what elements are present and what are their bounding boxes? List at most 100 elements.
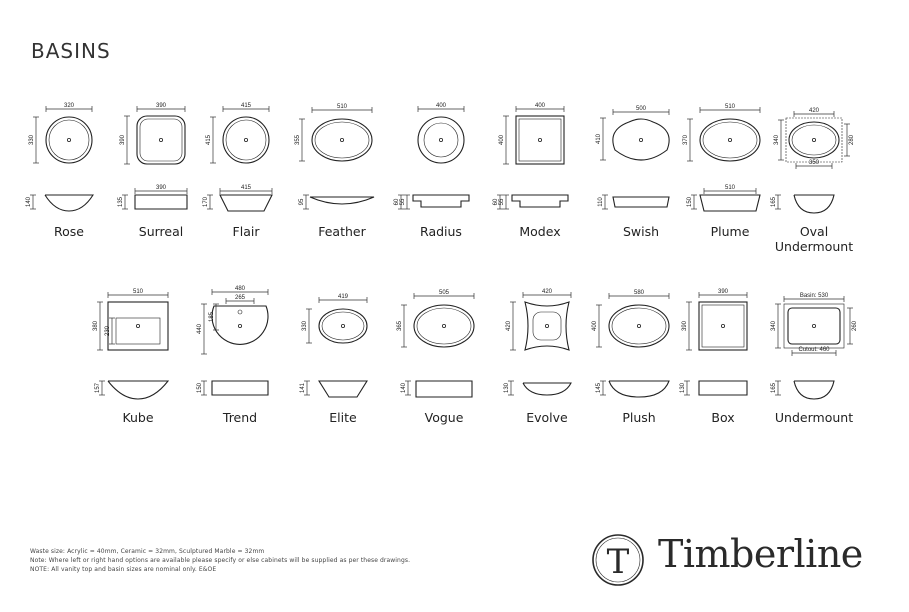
dimension-label: 420 (542, 289, 553, 295)
basin-profile (511, 194, 569, 208)
dimension-label: Basin: 530 (800, 293, 829, 299)
basin-profile (415, 380, 473, 398)
basin-profile (793, 194, 835, 214)
dimension-label: 420 (506, 320, 512, 331)
note-nominal: NOTE: All vanity top and basin sizes are… (30, 566, 217, 573)
waste-hole (439, 138, 444, 143)
waste-hole (812, 138, 817, 143)
dimension-label: 140 (26, 196, 32, 207)
dimension-label: 330 (29, 134, 35, 145)
basin-outline (524, 301, 570, 351)
dimension-label: 505 (439, 290, 450, 296)
basin-profile (107, 380, 170, 400)
basin-inner (416, 307, 472, 345)
dimension-label: 400 (499, 134, 505, 145)
basin-name: Kube (122, 410, 154, 425)
dimension-label: 580 (634, 290, 645, 296)
basin-inner (791, 124, 837, 156)
basin-name: Trend (222, 410, 258, 425)
waste-hole (639, 138, 644, 143)
dimension-label: 130 (504, 382, 510, 393)
dimension-label: 390 (682, 320, 688, 331)
dimension-label: 340 (771, 320, 777, 331)
basin-profile (699, 194, 761, 212)
basin-outline (136, 115, 186, 165)
dimension-label: 95 (299, 198, 305, 205)
dimension-label: 55 (499, 198, 505, 205)
dimension-label: 265 (235, 295, 246, 301)
basin-profile (698, 380, 748, 396)
dimension-label: 510 (725, 104, 736, 110)
cutout-outline (785, 117, 843, 163)
basin-profile (793, 380, 835, 400)
basin-name: Box (711, 410, 735, 425)
waste-hole (238, 324, 243, 329)
basin-name: Swish (622, 224, 660, 239)
dimension-label: 150 (687, 196, 693, 207)
dimension-label: 141 (300, 382, 306, 393)
dimension-label: 110 (598, 197, 604, 207)
basin-outline (211, 305, 269, 345)
dimension-label: 390 (718, 289, 729, 295)
basin-drawing: 420 420 130 (504, 289, 572, 396)
dimension-label: 170 (203, 196, 209, 207)
basin-inner (321, 311, 365, 341)
dimension-label: 60 (493, 198, 499, 205)
timberline-emblem-icon: T (592, 534, 644, 586)
dimension-label: 400 (592, 320, 598, 331)
note-handing: Note: Where left or right hand options a… (30, 557, 411, 564)
basin-outline (787, 307, 841, 345)
dimension-label: 440 (197, 323, 203, 334)
basin-name: Feather (318, 224, 366, 239)
basin-name: Plume (710, 224, 750, 239)
waste-hole (340, 138, 345, 143)
dimension-label: 410 (596, 133, 602, 144)
dimension-label: 55 (400, 198, 406, 205)
brand-name: Timberline (658, 532, 863, 576)
basin-name: Oval Undermount (774, 224, 854, 254)
dimension-label: 140 (401, 382, 407, 393)
dimension-label: 400 (436, 103, 447, 109)
waste-hole (721, 324, 726, 329)
dimension-label: 415 (241, 185, 252, 191)
basin-inner (48, 119, 90, 161)
dimension-label: 260 (852, 320, 858, 331)
dimension-label: 165 (771, 196, 777, 207)
cutout-outline (783, 303, 845, 349)
dimension-label: 350 (809, 160, 820, 166)
waste-hole (136, 324, 141, 329)
basin-outline (515, 115, 565, 165)
basin-name: Evolve (526, 410, 568, 425)
dimension-label: 157 (95, 382, 101, 393)
basin-inner (518, 118, 562, 162)
basin-outline (107, 301, 169, 351)
basin-profile (134, 194, 188, 210)
basin-inner (225, 119, 267, 161)
waste-hole (637, 324, 642, 329)
dimension-label: 390 (156, 185, 167, 191)
basin-profile (309, 196, 375, 205)
dimension-label: 150 (197, 382, 203, 393)
dimension-label: 185 (209, 311, 215, 322)
waste-hole (545, 324, 550, 329)
basin-profile (612, 196, 670, 208)
